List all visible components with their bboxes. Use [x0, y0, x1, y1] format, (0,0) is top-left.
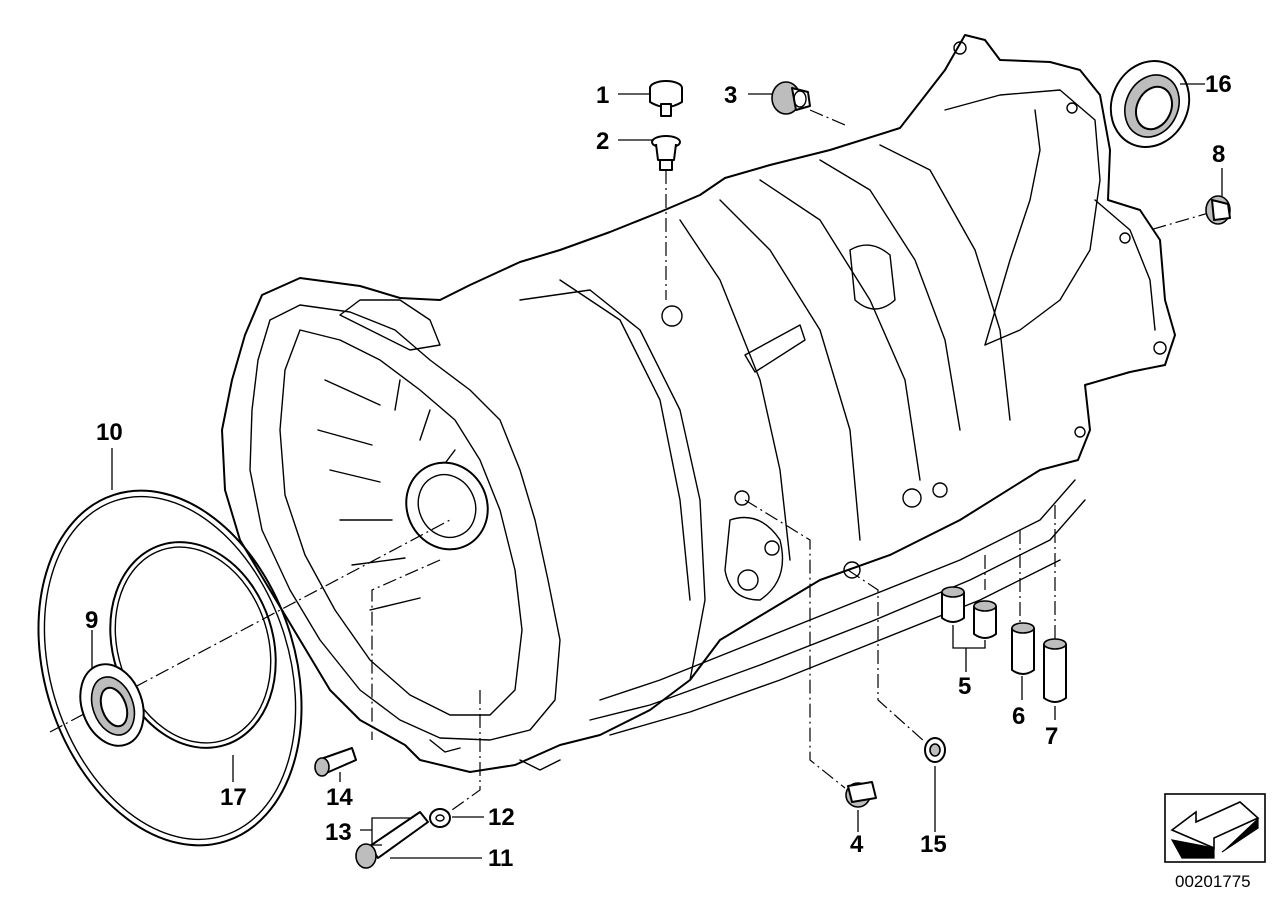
- part-4-plug: [845, 781, 877, 808]
- part-6-sleeve: [1011, 622, 1035, 675]
- part-14-bolt: [314, 747, 357, 777]
- callout-10: 10: [96, 419, 123, 446]
- callout-6: 6: [1012, 703, 1025, 730]
- part-15-washer: [924, 737, 946, 763]
- part-16-shaft-seal: [1109, 60, 1191, 148]
- part-2-vent-fitting: [651, 135, 681, 171]
- callout-12: 12: [488, 804, 515, 831]
- callout-16: 16: [1205, 71, 1232, 98]
- callout-11: 11: [488, 845, 513, 872]
- callout-1: 1: [596, 82, 609, 109]
- part-3-plug: [771, 81, 811, 115]
- part-5-sleeves: [941, 586, 997, 639]
- callout-13: 13: [325, 819, 352, 846]
- callout-2: 2: [596, 128, 609, 155]
- part-11-bolt: [355, 811, 429, 869]
- part-1-vent-cap: [649, 80, 683, 117]
- callout-8: 8: [1212, 141, 1225, 168]
- drawing-number: 00201775: [1175, 872, 1251, 891]
- callout-17: 17: [220, 784, 247, 811]
- callout-3: 3: [724, 82, 737, 109]
- callout-14: 14: [326, 784, 353, 811]
- callout-4: 4: [850, 831, 864, 858]
- part-9-seal: [79, 663, 145, 747]
- callout-5: 5: [958, 673, 971, 700]
- part-10-oring-large: [37, 489, 303, 847]
- arrow-box-icon: [1164, 793, 1266, 863]
- transmission-housing: [221, 34, 1176, 773]
- callout-labels: 1 2 3 4 5 6 7 8 9 10 11 12 13 14 15 16 1…: [85, 71, 1232, 872]
- callout-9: 9: [85, 607, 98, 634]
- part-8-plug: [1205, 195, 1231, 225]
- leader-lines: [91, 83, 1223, 859]
- callout-7: 7: [1045, 723, 1058, 750]
- part-7-sleeve: [1043, 638, 1067, 703]
- callout-15: 15: [920, 831, 947, 858]
- part-12-washer: [429, 808, 451, 828]
